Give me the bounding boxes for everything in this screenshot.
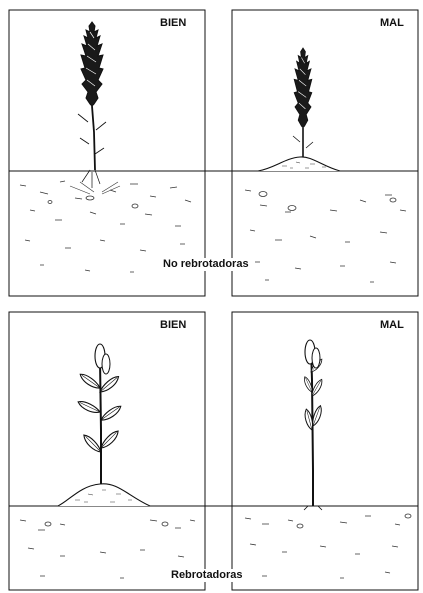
broadleaf-seedling-correct <box>76 344 123 484</box>
panel-frame-top-right <box>232 10 418 296</box>
panel-frame-top-left <box>9 10 205 296</box>
section-caption-non-resprouting: No rebrotadoras <box>160 258 252 271</box>
panel-label-top-right: MAL <box>380 18 404 29</box>
panel-frame-bottom-left <box>9 312 205 590</box>
conifer-seedling-correct <box>78 22 106 188</box>
soil-texture-bottom-right <box>245 514 411 578</box>
soil-texture-top-right <box>245 190 406 282</box>
panel-frame-bottom-right <box>232 312 418 590</box>
soil-mound-bottom-left <box>58 484 150 506</box>
panel-label-top-left: BIEN <box>160 18 186 29</box>
panel-label-bottom-right: MAL <box>380 320 404 331</box>
soil-mound-top-right <box>258 157 340 171</box>
panel-label-bottom-left: BIEN <box>160 320 186 331</box>
broadleaf-seedling-incorrect <box>302 340 325 510</box>
conifer-seedling-incorrect <box>293 48 313 160</box>
section-caption-resprouting: Rebrotadoras <box>168 569 246 582</box>
